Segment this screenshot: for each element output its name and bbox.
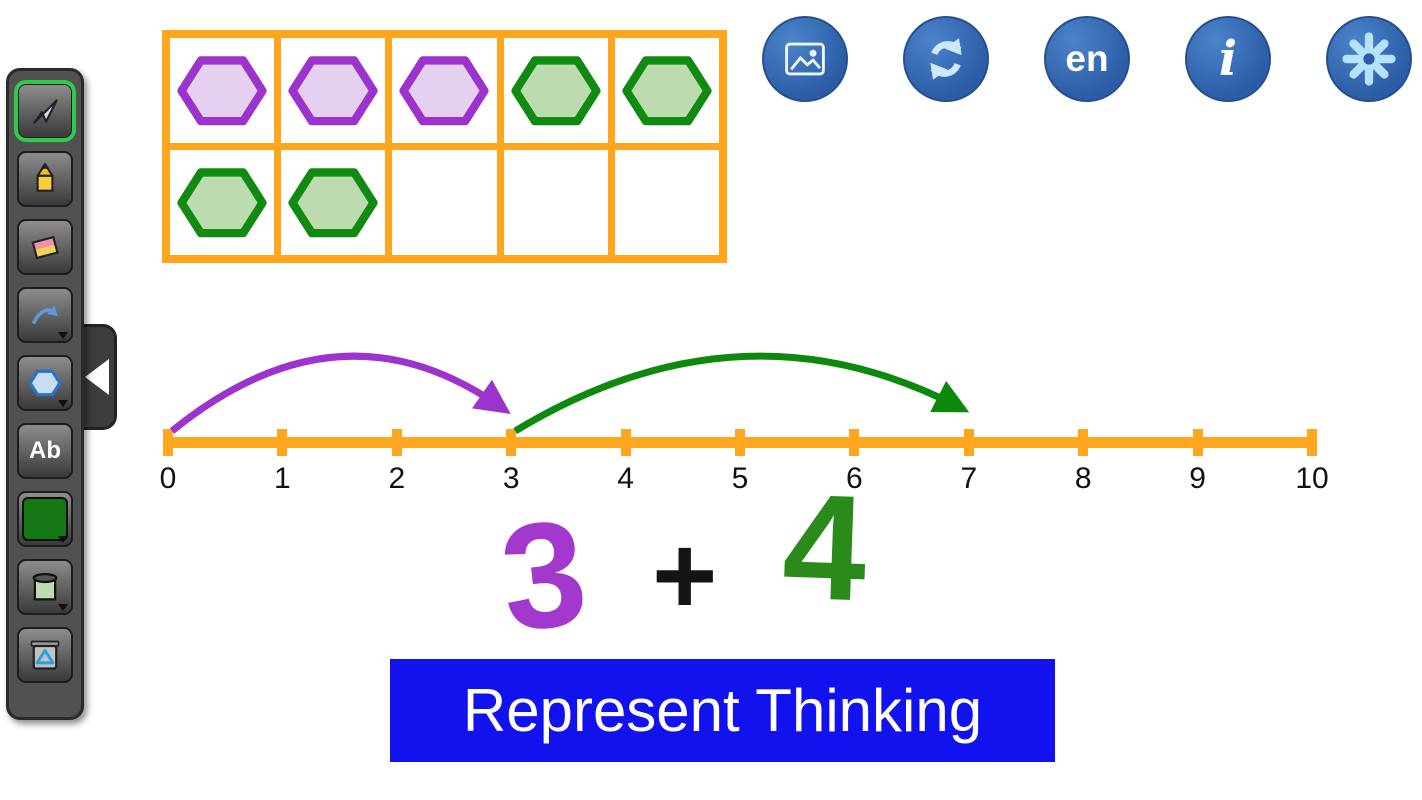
image-icon bbox=[785, 42, 825, 76]
tick-label: 3 bbox=[502, 462, 520, 495]
ten-frame-cell bbox=[170, 38, 275, 143]
tick-label: 7 bbox=[960, 462, 978, 495]
equation-operator: + bbox=[652, 513, 718, 638]
dropdown-arrow-icon bbox=[58, 604, 68, 611]
pencil-icon bbox=[36, 163, 54, 192]
tick-mark bbox=[735, 429, 745, 456]
represent-thinking-banner: Represent Thinking bbox=[390, 659, 1055, 762]
info-label: i bbox=[1218, 31, 1238, 87]
cursor-arrow-icon bbox=[33, 99, 58, 124]
tick-mark bbox=[163, 429, 173, 456]
ten-frame-cell bbox=[503, 150, 608, 255]
purple-hexagon[interactable] bbox=[398, 54, 490, 128]
tick-label: 2 bbox=[388, 462, 406, 495]
tick-mark bbox=[849, 429, 860, 456]
green-hexagon[interactable] bbox=[287, 166, 379, 240]
green-hexagon[interactable] bbox=[510, 54, 602, 128]
tick-mark bbox=[506, 429, 517, 456]
color-swatch-icon bbox=[22, 497, 68, 541]
tick-label: 9 bbox=[1189, 462, 1206, 495]
header-buttons: en i bbox=[762, 16, 1412, 102]
tick-mark bbox=[391, 429, 402, 456]
ten-frame-cell bbox=[614, 38, 719, 143]
select-tool-button[interactable] bbox=[14, 80, 76, 142]
asterisk-flower-icon bbox=[1342, 32, 1396, 86]
ten-frame-cell bbox=[170, 150, 275, 255]
eraser-icon bbox=[31, 235, 59, 260]
tick-label: 4 bbox=[617, 462, 634, 495]
tick-mark bbox=[620, 429, 631, 456]
tick-mark bbox=[963, 429, 974, 456]
pencil-tool-button[interactable] bbox=[17, 151, 73, 207]
tick-label: 10 bbox=[1295, 462, 1329, 495]
ten-frame-cell bbox=[503, 38, 608, 143]
jump-arc bbox=[513, 352, 970, 434]
tick-label: 5 bbox=[731, 462, 749, 495]
tick-label: 6 bbox=[846, 462, 863, 495]
banner-text: Represent Thinking bbox=[462, 677, 983, 744]
curve-tool-button[interactable] bbox=[17, 287, 73, 343]
fill-color-button[interactable] bbox=[17, 559, 73, 615]
tick-mark bbox=[277, 429, 288, 456]
ten-frame-cell bbox=[281, 38, 386, 143]
info-button[interactable]: i bbox=[1185, 16, 1271, 102]
dropdown-arrow-icon bbox=[58, 536, 68, 543]
tick-mark bbox=[1078, 429, 1089, 456]
refresh-button[interactable] bbox=[903, 16, 989, 102]
purple-hexagon[interactable] bbox=[287, 54, 379, 128]
language-label: en bbox=[1065, 38, 1109, 79]
eraser-tool-button[interactable] bbox=[17, 219, 73, 275]
tick-label: 1 bbox=[274, 462, 291, 495]
equation-second-addend: 4 bbox=[780, 461, 870, 633]
tick-mark bbox=[1307, 429, 1317, 456]
language-button[interactable]: en bbox=[1044, 16, 1130, 102]
fill-bucket-icon bbox=[32, 572, 58, 601]
tool-sidebar: Ab bbox=[6, 68, 84, 720]
jump-arc bbox=[169, 352, 511, 434]
collapse-arrow-icon bbox=[84, 359, 109, 395]
shape-tool-button[interactable] bbox=[17, 355, 73, 411]
ten-frame-cell bbox=[281, 150, 386, 255]
text-tool-button[interactable]: Ab bbox=[17, 423, 73, 479]
ten-frame-cell bbox=[614, 150, 719, 255]
equation-first-addend: 3 bbox=[493, 487, 594, 663]
green-hexagon[interactable] bbox=[176, 166, 268, 240]
tick-mark bbox=[1192, 429, 1203, 456]
settings-button[interactable] bbox=[1326, 16, 1412, 102]
tick-label: 0 bbox=[159, 462, 177, 495]
tick-label: 8 bbox=[1074, 462, 1092, 495]
hexagon-icon bbox=[28, 369, 62, 397]
ten-frame[interactable] bbox=[162, 30, 727, 263]
dropdown-arrow-icon bbox=[58, 332, 68, 339]
image-button[interactable] bbox=[762, 16, 848, 102]
text-tool-label: Ab bbox=[29, 437, 61, 464]
ten-frame-cell bbox=[392, 150, 497, 255]
refresh-icon bbox=[930, 38, 962, 80]
ten-frame-cell bbox=[392, 38, 497, 143]
trash-button[interactable] bbox=[17, 627, 73, 683]
curve-arrow-icon bbox=[31, 305, 58, 325]
dropdown-arrow-icon bbox=[58, 400, 68, 407]
trash-recycle-icon bbox=[30, 640, 60, 670]
green-hexagon[interactable] bbox=[621, 54, 713, 128]
number-line: 0 1 2 3 4 5 6 7 8 9 10 bbox=[160, 424, 1329, 498]
stroke-color-button[interactable] bbox=[17, 491, 73, 547]
purple-hexagon[interactable] bbox=[176, 54, 268, 128]
sidebar-collapse-tab[interactable] bbox=[79, 324, 117, 430]
